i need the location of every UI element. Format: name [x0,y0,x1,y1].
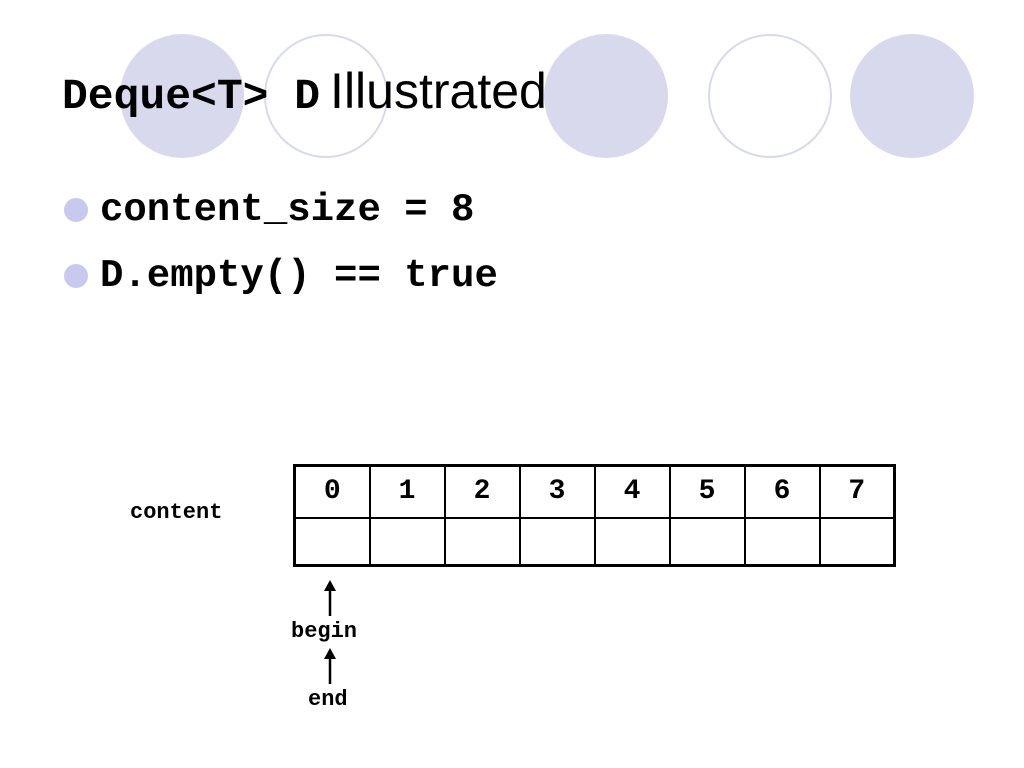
index-cell: 4 [593,464,671,519]
bullet-dot-icon [64,264,88,288]
value-cell [518,516,596,567]
decor-circle-2 [264,34,388,158]
bullet-text: content_size = 8 [100,188,475,232]
bullet-text: D.empty() == true [100,254,498,298]
value-row [293,516,896,567]
value-cell [668,516,746,567]
value-cell [743,516,821,567]
bullet-dot-icon [64,198,88,222]
decor-circle-4 [708,34,832,158]
index-cell: 2 [443,464,521,519]
index-cell: 7 [818,464,896,519]
index-cell: 0 [293,464,371,519]
end-label: end [308,687,348,712]
decor-circle-5 [850,34,974,158]
index-cell: 5 [668,464,746,519]
bullet-item: content_size = 8 [64,188,474,232]
decor-circle-3 [544,34,668,158]
index-cell: 3 [518,464,596,519]
bullet-item: D.empty() == true [64,254,498,298]
end-arrow-icon [324,648,336,684]
value-cell [293,516,371,567]
value-cell [368,516,446,567]
value-cell [593,516,671,567]
array-label: content [130,500,223,525]
index-cell: 1 [368,464,446,519]
title-code: Deque<T> D [62,72,321,121]
content-array: 0 1 2 3 4 5 6 7 [293,464,896,567]
decor-circle-1 [120,34,244,158]
begin-arrow-icon [324,580,336,616]
begin-label: begin [291,619,358,644]
value-cell [443,516,521,567]
value-cell [818,516,896,567]
index-cell: 6 [743,464,821,519]
index-row: 0 1 2 3 4 5 6 7 [293,464,896,519]
title-text: Illustrated [330,63,547,119]
